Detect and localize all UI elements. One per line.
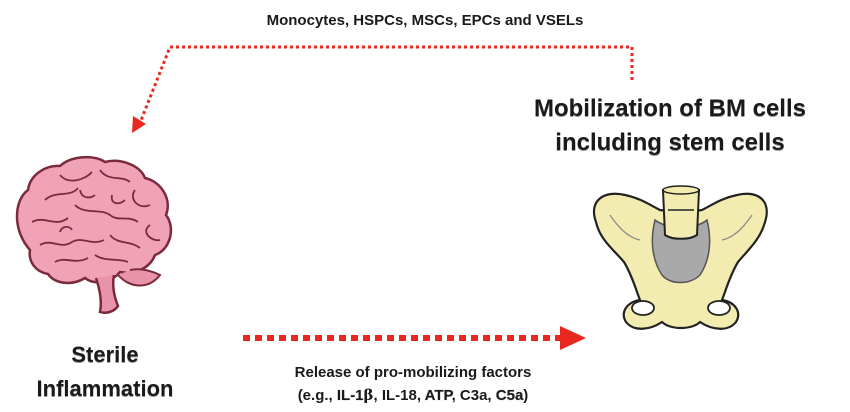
sterile-line1: Sterile <box>71 342 139 367</box>
factor-beta: β <box>363 386 374 404</box>
sterile-line2: Inflammation <box>36 376 174 401</box>
release-line1: Release of pro-mobilizing factors <box>294 364 532 381</box>
sterile-inflammation-label: Sterile Inflammation <box>10 338 200 406</box>
brain-icon <box>15 156 173 314</box>
release-line2: (e.g., IL-1β, IL-18, ATP, C3a, C5a) <box>228 384 598 407</box>
release-mid2: , C3a, <box>451 387 496 404</box>
release-factors-label: Release of pro-mobilizing factors (e.g.,… <box>228 362 598 407</box>
mobilization-title-line1: Mobilization of BM cells <box>533 95 806 122</box>
release-prefix: (e.g., <box>297 387 337 404</box>
factor-il1: IL-1 <box>336 387 364 404</box>
mobilization-title: Mobilization of BM cells including stem … <box>500 92 840 160</box>
factor-atp: ATP <box>424 387 452 404</box>
mobilization-title-line2: including stem cells <box>555 129 785 156</box>
factor-c5a: C5a <box>495 387 524 404</box>
feedback-arrow <box>132 45 634 133</box>
pelvis-icon <box>593 185 768 330</box>
release-suffix: ) <box>523 387 529 404</box>
release-mid1: , IL-18, <box>373 387 425 404</box>
feedback-arrow-label: Monocytes, HSPCs, MSCs, EPCs and VSELs <box>266 12 584 29</box>
release-arrow <box>243 326 586 350</box>
